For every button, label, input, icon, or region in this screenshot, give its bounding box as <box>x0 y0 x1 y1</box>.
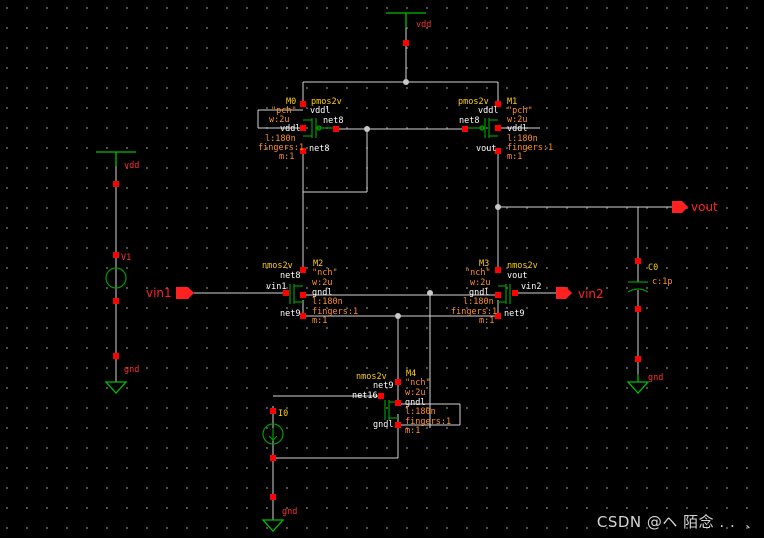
m1-source-net: vddl <box>478 106 498 116</box>
m3-drain-net: vout <box>507 271 527 281</box>
m0-labels: M0 pmos2v "pch" vddl w:2u net8 vddl l:18… <box>258 97 343 162</box>
m0-multiplier: m:1 <box>279 152 294 162</box>
m2-gate-net: vin1 <box>266 282 286 292</box>
m0-type: "pch" <box>271 106 297 116</box>
c0-value: c:1p <box>652 277 672 287</box>
m0-name: M0 <box>286 97 296 107</box>
m3-width: w:2u <box>470 278 490 288</box>
m4-gate-net: net16 <box>352 391 378 401</box>
m1-gate-net: net8 <box>459 116 479 126</box>
m0-width: w:2u <box>269 115 289 125</box>
m4-bulk-net: gndl <box>405 398 425 408</box>
m2-labels: nmos2v M2 "nch" net8 w:2u vin1 gndl l:18… <box>262 259 358 326</box>
m2-width: w:2u <box>312 278 332 288</box>
device-bodies <box>105 118 649 445</box>
m3-length: l:180n <box>463 297 494 307</box>
m0-length: l:180n <box>265 134 296 144</box>
m2-model: nmos2v <box>262 261 293 271</box>
cap-gnd-label: gnd <box>648 373 663 383</box>
m4-type: "nch" <box>405 378 431 388</box>
m1-width: w:2u <box>507 115 527 125</box>
m4-multiplier: m:1 <box>405 426 420 436</box>
m3-multiplier: m:1 <box>479 316 494 326</box>
wires <box>115 28 672 520</box>
supply-symbols <box>96 12 650 532</box>
v1-vdd-label: vdd <box>124 161 139 171</box>
c0-name: C0 <box>648 263 658 273</box>
m1-drain-net: vout <box>476 144 496 154</box>
vin1-pin-flag[interactable] <box>176 287 194 299</box>
m0-source-net: vddl <box>310 106 330 116</box>
m1-length: l:180n <box>507 134 538 144</box>
m4-fingers: fingers:1 <box>405 417 451 427</box>
m1-bulk-net: vddl <box>507 124 527 134</box>
m3-name: M3 <box>479 259 489 269</box>
m1-labels: pmos2v M1 vddl "pch" net8 w:2u vddl l:18… <box>458 97 553 162</box>
m2-drain-net: net8 <box>280 271 300 281</box>
m2-length: l:180n <box>312 297 343 307</box>
csdn-watermark: CSDN @ヘ 陌念 . . ﹑ <box>596 513 756 531</box>
m3-bulk-net: gndl <box>469 288 489 298</box>
m2-source-net: net9 <box>280 309 300 319</box>
top-vdd-label: vdd <box>416 20 431 30</box>
m1-multiplier: m:1 <box>507 152 522 162</box>
m1-fingers: fingers:1 <box>507 143 553 153</box>
m4-width: w:2u <box>405 388 425 398</box>
m4-length: l:180n <box>405 407 436 417</box>
m0-fingers: fingers:1 <box>258 143 304 153</box>
m0-model: pmos2v <box>311 97 342 107</box>
vin1-label: vin1 <box>146 286 172 300</box>
m4-source-net: gndl <box>373 420 393 430</box>
m3-type: "nch" <box>465 268 491 278</box>
m3-labels: M3 nmos2v "nch" vout w:2u vin2 gndl l:18… <box>451 259 541 326</box>
m1-type: "pch" <box>507 106 533 116</box>
m0-drain-net: net8 <box>309 144 329 154</box>
m3-fingers: fingers:1 <box>451 307 497 317</box>
m4-drain-net: net9 <box>373 381 393 391</box>
bias-gnd-label: gnd <box>282 507 297 517</box>
m2-bulk-net: gndl <box>312 288 332 298</box>
m2-fingers: fingers:1 <box>312 307 358 317</box>
i0-name: I0 <box>278 409 288 419</box>
m4-name: M4 <box>406 369 416 379</box>
m4-model: nmos2v <box>356 372 387 382</box>
m0-bulk-net: vddl <box>280 124 300 134</box>
vin2-pin-flag[interactable] <box>556 287 572 299</box>
v1-name: V1 <box>121 253 131 263</box>
m2-multiplier: m:1 <box>312 316 327 326</box>
m3-model: nmos2v <box>507 261 538 271</box>
m2-name: M2 <box>313 259 323 269</box>
vout-pin-flag[interactable] <box>672 201 688 213</box>
m3-gate-net: vin2 <box>521 282 541 292</box>
m1-model: pmos2v <box>458 97 489 107</box>
m1-name: M1 <box>507 97 517 107</box>
m3-source-net: net9 <box>504 309 524 319</box>
pin-squares <box>113 40 641 500</box>
vout-label: vout <box>691 200 718 214</box>
v1-gnd-label: gnd <box>124 365 139 375</box>
m4-labels: nmos2v M4 "nch" net9 w:2u net16 gndl l:1… <box>352 369 451 436</box>
m0-gate-net: net8 <box>323 116 343 126</box>
vin2-label: vin2 <box>578 287 604 301</box>
m2-type: "nch" <box>312 268 338 278</box>
